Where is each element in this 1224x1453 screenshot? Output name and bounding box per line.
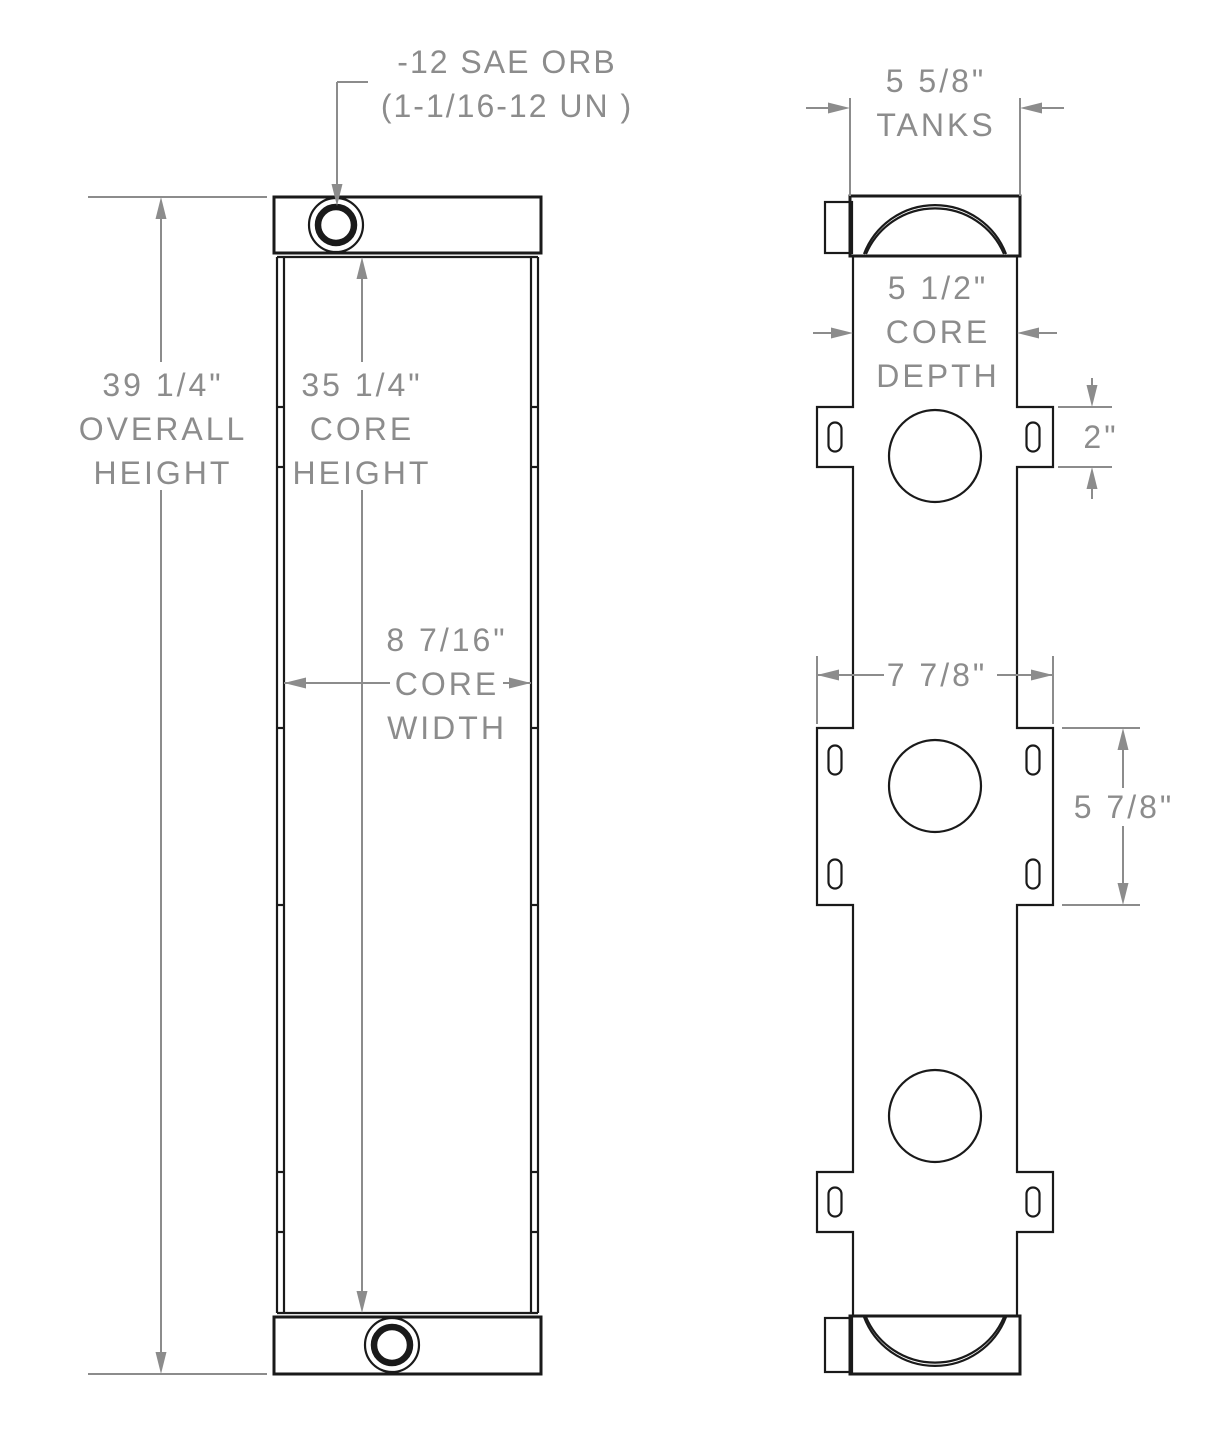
core-width-word1: CORE <box>394 666 500 702</box>
front-view <box>272 195 543 1376</box>
tank-width-value: 5 5/8" <box>885 63 987 99</box>
front-bracket-ticks <box>277 405 538 1234</box>
dim-tanks-line <box>806 98 1064 196</box>
overall-height-label: 39 1/4" OVERALL HEIGHT <box>79 363 248 495</box>
side-top-boss <box>823 200 854 255</box>
bracket-overall-width-value: 7 7/8" <box>886 657 988 693</box>
overall-height-word2: HEIGHT <box>93 455 233 491</box>
bracket-overall-width-label: 7 7/8" <box>887 653 988 697</box>
front-top-port-fitting <box>307 196 365 254</box>
port-callout-line1: -12 SAE ORB <box>397 44 617 80</box>
core-height-label: 35 1/4" CORE HEIGHT <box>293 363 432 495</box>
core-height-word2: HEIGHT <box>292 455 432 491</box>
core-width-value: 8 7/16" <box>386 622 508 658</box>
bracket-tab-height-label: 2" <box>1083 415 1118 459</box>
core-depth-value: 5 1/2" <box>887 270 989 306</box>
core-height-word1: CORE <box>309 411 415 447</box>
core-width-word2: WIDTH <box>387 710 507 746</box>
front-top-tank <box>272 195 543 255</box>
tank-width-label: 5 5/8" TANKS <box>876 59 995 147</box>
dim-bracket-slot-span <box>1062 727 1140 906</box>
port-leader-line <box>331 81 368 206</box>
port-callout-line2: (1-1/16-12 UN ) <box>380 88 634 124</box>
side-bottom-tank <box>848 1314 1022 1376</box>
port-callout-label: -12 SAE ORB (1-1/16-12 UN ) <box>381 40 633 128</box>
dim-core-height-line <box>356 257 368 1313</box>
core-depth-label: 5 1/2" CORE DEPTH <box>876 266 999 398</box>
side-top-tank-dome <box>862 204 1008 255</box>
front-side-channel-left <box>275 257 286 1313</box>
dim-overall-height-line <box>88 196 267 1375</box>
dim-core-depth-arrows <box>813 327 1057 339</box>
side-view <box>815 194 1055 1376</box>
dim-bracket-overall-width <box>816 656 1054 724</box>
front-bottom-tank <box>272 1315 543 1376</box>
side-round-holes <box>887 408 983 1164</box>
side-bottom-tank-dome <box>862 1316 1008 1367</box>
side-top-tank <box>848 194 1022 258</box>
core-depth-word2: DEPTH <box>876 358 1000 394</box>
front-side-channel-right <box>529 257 540 1313</box>
dim-core-width-line <box>284 677 531 689</box>
tank-width-word1: TANKS <box>876 107 996 143</box>
front-bottom-port-fitting <box>363 1316 421 1374</box>
overall-height-value: 39 1/4" <box>102 367 224 403</box>
bracket-slot-span-value: 5 7/8" <box>1073 789 1175 825</box>
side-bottom-boss <box>823 1316 854 1374</box>
overall-height-word1: OVERALL <box>78 411 248 447</box>
bracket-tab-height-value: 2" <box>1083 419 1119 455</box>
side-body-outline <box>815 256 1055 1318</box>
core-width-label: 8 7/16" CORE WIDTH <box>386 618 507 750</box>
core-depth-word1: CORE <box>885 314 991 350</box>
bracket-slot-span-label: 5 7/8" <box>1074 785 1175 829</box>
dim-bracket-tab-height <box>1058 378 1112 499</box>
core-height-value: 35 1/4" <box>301 367 423 403</box>
side-mounting-slots <box>827 421 1041 1218</box>
dimension-annotations <box>88 81 1140 1375</box>
